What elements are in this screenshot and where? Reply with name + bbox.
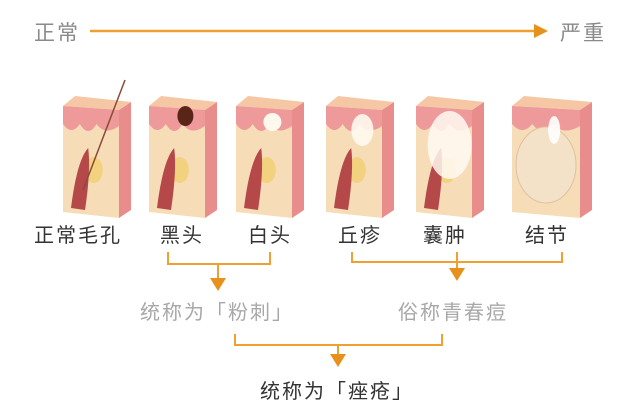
skin-block-blackhead: [149, 96, 217, 218]
acne-arrow-icon: [330, 354, 346, 367]
stage-label-papule: 丘疹: [338, 223, 382, 247]
comedo-arrow-icon: [210, 278, 226, 291]
skin-block-whitehead: [236, 96, 304, 218]
skin-block-nodule: [512, 96, 592, 218]
group-label-pimple: 俗称青春痘: [398, 300, 508, 324]
acne-bracket: [234, 334, 443, 356]
skin-block-normal: [63, 79, 131, 218]
pimple-bracket: [351, 252, 563, 270]
skin-block-papule: [326, 96, 394, 218]
pimple-arrow-icon: [449, 268, 465, 281]
stage-label-blackhead: 黑头: [160, 223, 204, 247]
skin-illustrations: [63, 79, 592, 218]
skin-block-cyst: [416, 96, 484, 218]
severity-end-label: 严重: [560, 21, 606, 45]
stage-label-normal: 正常毛孔: [34, 223, 122, 247]
group-label-acne: 统称为「痤疮」: [260, 379, 414, 403]
severity-arrow: [90, 24, 548, 38]
stage-label-whitehead: 白头: [248, 223, 292, 247]
comedo-bracket: [167, 252, 271, 280]
stage-label-cyst: 囊肿: [423, 223, 467, 247]
severity-start-label: 正常: [34, 21, 80, 45]
group-label-comedo: 统称为「粉刺」: [140, 300, 294, 324]
stage-label-nodule: 结节: [525, 223, 569, 247]
